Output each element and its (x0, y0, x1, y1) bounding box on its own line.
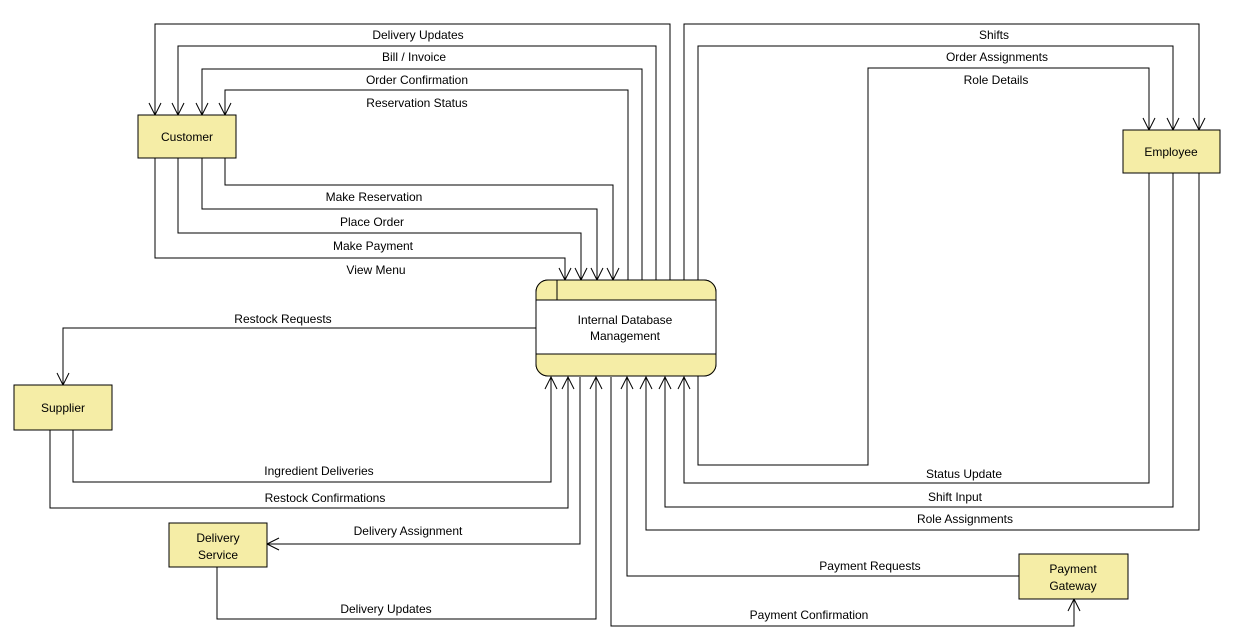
label-shifts: Shifts (979, 28, 1009, 42)
label-delivery-assignment: Delivery Assignment (354, 524, 463, 538)
label-restock-requests: Restock Requests (234, 312, 331, 326)
label-delivery-updates-top: Delivery Updates (372, 28, 463, 42)
entity-payment-label-line2: Gateway (1049, 579, 1096, 593)
process-label-line2: Management (590, 329, 661, 343)
label-order-assignments: Order Assignments (946, 50, 1048, 64)
flow-restock-requests (56, 327, 536, 387)
entity-supplier-label: Supplier (41, 401, 85, 415)
flow-delivery-updates-bottom (216, 375, 603, 620)
entity-customer-label: Customer (161, 130, 213, 144)
label-reservation-status: Reservation Status (366, 96, 467, 110)
process-internal-database[interactable]: Internal Database Management (535, 279, 717, 377)
entity-payment-gateway[interactable]: Payment Gateway (1018, 553, 1129, 600)
flow-make-reservation (224, 158, 620, 282)
label-restock-confirmations: Restock Confirmations (265, 491, 386, 505)
entity-employee[interactable]: Employee (1122, 129, 1221, 174)
flow-shift-input (658, 173, 1174, 508)
flow-role-details (697, 67, 1156, 466)
entity-customer[interactable]: Customer (137, 114, 237, 159)
entity-payment-label-line1: Payment (1049, 562, 1097, 576)
label-bill-invoice: Bill / Invoice (382, 50, 446, 64)
label-make-reservation: Make Reservation (326, 190, 423, 204)
label-place-order: Place Order (340, 215, 404, 229)
label-ingredient-deliveries: Ingredient Deliveries (264, 464, 373, 478)
process-label-line1: Internal Database (578, 313, 673, 327)
label-view-menu: View Menu (346, 263, 405, 277)
label-role-assignments: Role Assignments (917, 512, 1013, 526)
entity-delivery-service[interactable]: Delivery Service (168, 522, 268, 568)
label-payment-confirmation: Payment Confirmation (750, 608, 869, 622)
entity-delivery-label-line2: Service (198, 548, 238, 562)
entity-employee-label: Employee (1144, 145, 1198, 159)
label-role-details: Role Details (964, 73, 1029, 87)
flow-order-assignments (697, 45, 1180, 280)
label-payment-requests: Payment Requests (819, 559, 920, 573)
label-order-confirmation: Order Confirmation (366, 73, 468, 87)
flow-payment-confirmation (610, 377, 1081, 627)
label-shift-input: Shift Input (928, 490, 983, 504)
entity-supplier[interactable]: Supplier (13, 384, 113, 431)
flow-status-update (677, 173, 1150, 484)
flow-role-assignments (639, 173, 1200, 531)
label-delivery-updates-bottom: Delivery Updates (340, 602, 431, 616)
flow-ingredient-deliveries (72, 375, 558, 483)
label-status-update: Status Update (926, 467, 1002, 481)
label-make-payment: Make Payment (333, 239, 414, 253)
flow-restock-confirmations (49, 375, 575, 509)
flow-payment-requests (620, 375, 1019, 577)
entity-delivery-label-line1: Delivery (196, 531, 239, 545)
